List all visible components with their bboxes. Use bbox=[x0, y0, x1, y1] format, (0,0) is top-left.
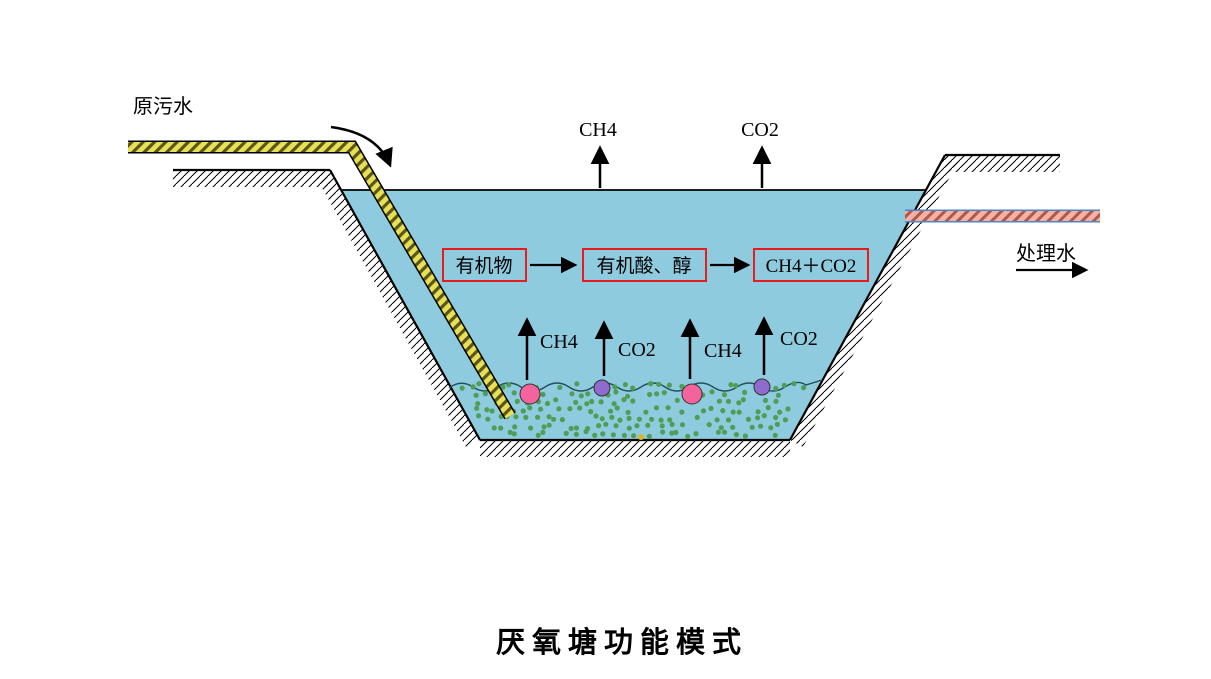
sludge-gas-arrows bbox=[517, 316, 774, 380]
ground-hatching bbox=[173, 155, 1060, 457]
inlet-pipe-body bbox=[128, 142, 515, 419]
process-chain: 有机物 有机酸、醇 CH4＋CO2 bbox=[442, 248, 869, 282]
sludge-gas-label-co2-1: CO2 bbox=[618, 339, 656, 361]
ground-edges bbox=[173, 153, 1060, 442]
inlet-label: 原污水 bbox=[133, 95, 193, 118]
inlet-flow-arrow bbox=[330, 125, 393, 168]
surface-co2-label: CO2 bbox=[741, 119, 779, 141]
sludge-gas-label-co2-2: CO2 bbox=[780, 328, 818, 350]
process-box-gases bbox=[753, 248, 869, 282]
bubble-purple-2 bbox=[753, 378, 771, 396]
inlet-pipe bbox=[128, 125, 516, 420]
bubble-purple-1 bbox=[593, 379, 611, 397]
process-box-acids-label: 有机酸、醇 bbox=[596, 255, 691, 277]
diagram-title: 厌氧塘功能模式 bbox=[496, 625, 748, 659]
surface-gas-arrows bbox=[590, 145, 772, 188]
outlet-pipe bbox=[905, 209, 1100, 279]
surface-ch4-label: CH4 bbox=[579, 119, 617, 141]
process-box-organics-label: 有机物 bbox=[455, 255, 512, 277]
bubble-pink-1 bbox=[519, 383, 541, 405]
left-slope-line bbox=[329, 169, 481, 441]
process-box-gases-label: CH4＋CO2 bbox=[766, 256, 857, 277]
process-box-organics bbox=[442, 248, 527, 282]
sludge-gas-label-ch4-2: CH4 bbox=[704, 340, 742, 362]
gas-bubbles bbox=[519, 378, 771, 405]
process-box-acids bbox=[582, 248, 707, 282]
right-slope-line bbox=[789, 154, 946, 441]
outlet-label: 处理水 bbox=[1016, 242, 1076, 265]
bubble-pink-2 bbox=[681, 383, 703, 405]
sludge-gas-label-ch4-1: CH4 bbox=[540, 331, 578, 353]
yellow-particle bbox=[638, 434, 644, 440]
